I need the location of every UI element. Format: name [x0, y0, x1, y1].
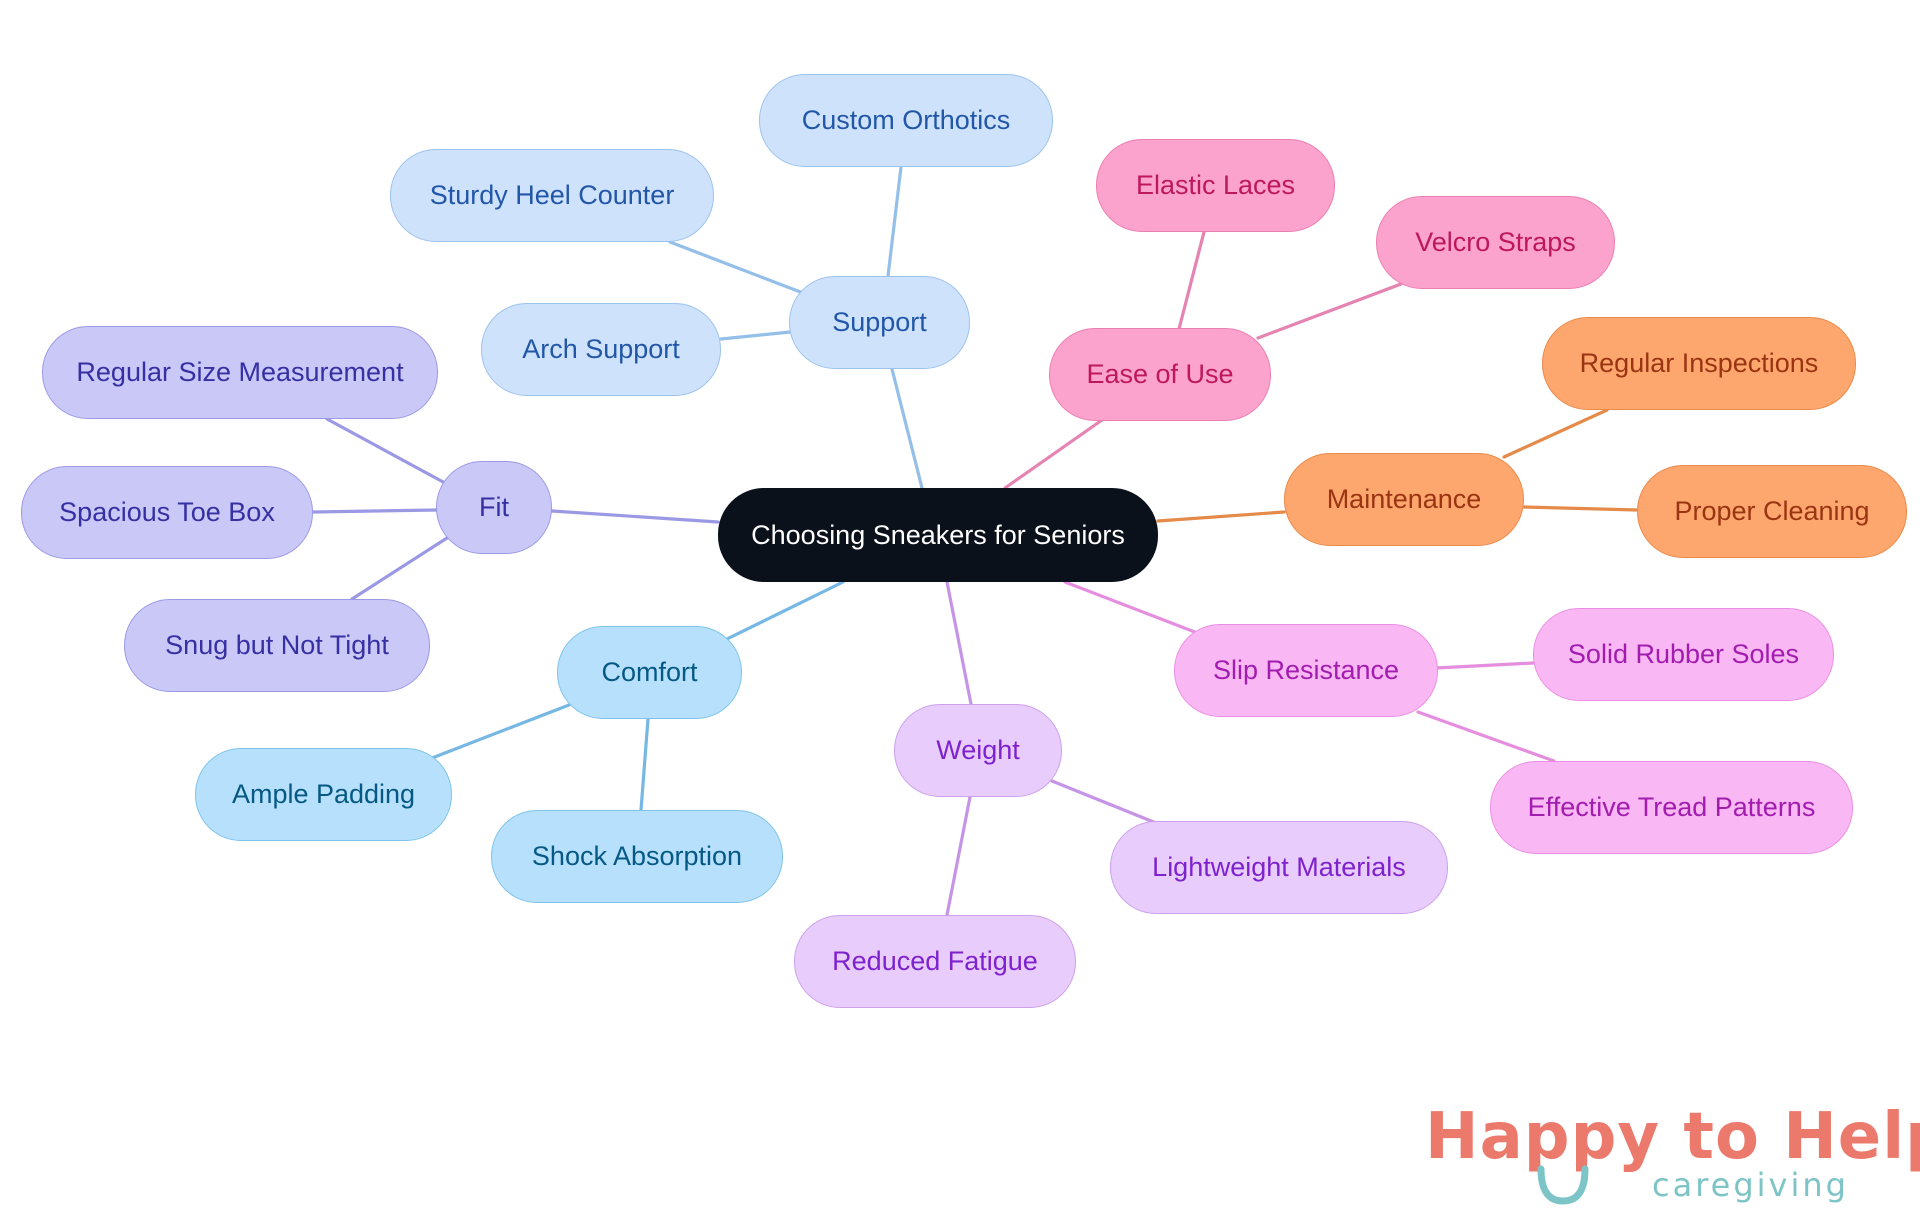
- branch-ease-of-use: Ease of Use: [1049, 328, 1271, 421]
- connector-ease-child-0: [1177, 230, 1206, 331]
- connector-root-ease: [1003, 418, 1104, 490]
- leaf-snug-but-not-tight: Snug but Not Tight: [124, 599, 430, 692]
- leaf-regular-inspections: Regular Inspections: [1542, 317, 1856, 410]
- connector-fit-child-2: [350, 536, 449, 601]
- connector-support-child-0: [886, 165, 903, 278]
- logo-word-happy: Happy: [1425, 1100, 1661, 1174]
- connector-root-comfort: [725, 580, 845, 641]
- connector-root-support: [890, 367, 924, 490]
- leaf-reduced-fatigue: Reduced Fatigue: [794, 915, 1076, 1008]
- connector-fit-child-1: [311, 508, 438, 514]
- leaf-regular-size-measurement: Regular Size Measurement: [42, 326, 438, 419]
- connector-fit-child-0: [325, 417, 447, 485]
- connector-root-fit: [550, 509, 720, 524]
- leaf-custom-orthotics: Custom Orthotics: [759, 74, 1053, 167]
- connector-weight-child-0: [1050, 779, 1168, 829]
- logo-wordmark: Happy to Help: [1425, 1105, 1920, 1169]
- leaf-shock-absorption: Shock Absorption: [491, 810, 783, 903]
- leaf-arch-support: Arch Support: [481, 303, 721, 396]
- connector-weight-child-1: [945, 795, 972, 917]
- branch-weight: Weight: [894, 704, 1062, 797]
- connector-slip-child-1: [1416, 710, 1556, 763]
- connector-maint-child-1: [1522, 505, 1639, 512]
- connector-root-maint: [1156, 510, 1286, 523]
- branch-comfort: Comfort: [557, 626, 742, 719]
- branch-fit: Fit: [436, 461, 552, 554]
- connector-comfort-child-0: [430, 703, 571, 760]
- leaf-sturdy-heel-counter: Sturdy Heel Counter: [390, 149, 714, 242]
- leaf-solid-rubber-soles: Solid Rubber Soles: [1533, 608, 1834, 701]
- connector-root-slip: [1063, 580, 1202, 636]
- connector-slip-child-0: [1434, 661, 1535, 670]
- leaf-spacious-toe-box: Spacious Toe Box: [21, 466, 313, 559]
- logo-tagline: caregiving: [1652, 1166, 1849, 1204]
- leaf-effective-tread-patterns: Effective Tread Patterns: [1490, 761, 1853, 854]
- root-node: Choosing Sneakers for Seniors: [718, 488, 1158, 582]
- connector-support-child-1: [668, 240, 805, 295]
- leaf-proper-cleaning: Proper Cleaning: [1637, 465, 1907, 558]
- branch-slip-resistance: Slip Resistance: [1174, 624, 1438, 717]
- leaf-ample-padding: Ample Padding: [195, 748, 452, 841]
- happy-to-help-logo: Happy to Help caregiving: [1425, 1105, 1920, 1210]
- smile-icon: [1537, 1165, 1589, 1205]
- connector-maint-child-0: [1502, 408, 1609, 459]
- connector-support-child-2: [719, 330, 792, 341]
- leaf-velcro-straps: Velcro Straps: [1376, 196, 1615, 289]
- branch-support: Support: [789, 276, 970, 369]
- logo-word-to-help: to Help: [1683, 1100, 1920, 1174]
- leaf-elastic-laces: Elastic Laces: [1096, 139, 1335, 232]
- leaf-lightweight-materials: Lightweight Materials: [1110, 821, 1448, 914]
- connector-comfort-child-1: [639, 717, 650, 812]
- branch-maintenance: Maintenance: [1284, 453, 1524, 546]
- connector-root-weight: [945, 580, 973, 706]
- connector-ease-child-1: [1256, 282, 1403, 340]
